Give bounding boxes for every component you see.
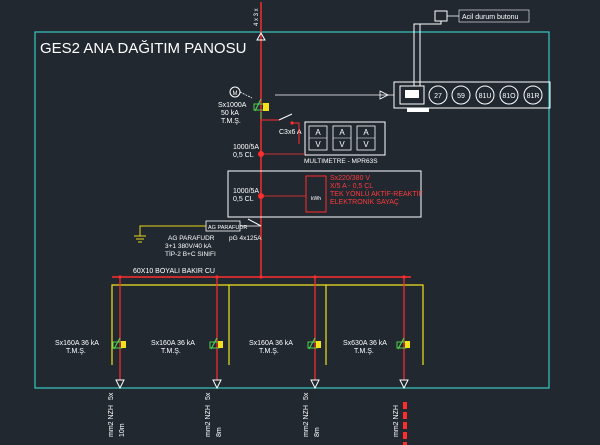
feeder-4-spec: mm2 NZH <box>393 405 400 437</box>
emergency-wire <box>413 21 442 86</box>
feeder-breaker-symbol-1 <box>112 337 126 350</box>
relay-code-4: 81O <box>502 93 516 100</box>
multimeter-cell-v3: V <box>363 140 369 149</box>
trip-wire-arrow <box>379 90 389 100</box>
neutral-loop-3 <box>326 284 424 365</box>
feeder-1-spec: mm2 NZH <box>108 405 115 437</box>
energy-meter-line-3: TEK YÖNLÜ AKTİF-REAKTİF <box>330 189 423 198</box>
ct1-class: 0,5 CL <box>233 152 254 159</box>
feeder-arrow-4 <box>399 379 409 390</box>
relay-circle-4 <box>499 85 519 105</box>
multimeter-cell-a3: A <box>363 128 369 137</box>
motor-link <box>239 91 253 99</box>
feeder-breaker-2-rating: Sx160A 36 kA <box>151 340 195 347</box>
busbar-label: 60X10 BOYALI BAKIR CU <box>133 268 215 275</box>
panel-title: GES2 ANA DAĞITIM PANOSU <box>40 40 246 57</box>
main-breaker-rating: Sx1000A <box>218 102 247 109</box>
main-breaker-symbol <box>253 98 269 119</box>
incoming-arrow <box>256 31 266 41</box>
relay-base <box>407 108 429 112</box>
surge-arrester-line-1: AG PARAFUDR <box>168 235 215 242</box>
relay-code-5: 81R <box>527 93 540 100</box>
feeder-breaker-2-type: T.M.Ş. <box>161 348 181 355</box>
feeder-breaker-symbol-3 <box>307 337 321 350</box>
surge-arrester-line-3: TİP-2 B+C SINIFI <box>165 249 216 258</box>
feeder-breaker-1-type: T.M.Ş. <box>66 348 86 355</box>
energy-meter-box <box>305 175 327 213</box>
fuse-switch <box>278 113 293 121</box>
panel-border <box>34 31 550 389</box>
emergency-button-label: Acil durum butonu <box>462 14 519 21</box>
multimeter-label: MULTIMETRE - MPR63S <box>304 158 378 165</box>
ct2-core <box>258 193 264 199</box>
metering-frame <box>227 170 422 218</box>
emergency-button-box <box>434 10 448 22</box>
feeder-breaker-3-type: T.M.Ş. <box>259 348 279 355</box>
energy-meter-line-4: ELEKTRONİK SAYAÇ <box>330 197 399 206</box>
feeder-2-spec: mm2 NZH <box>205 405 212 437</box>
feeder-2-size: 5x <box>205 392 212 400</box>
relay-codes: 27 59 81U 81O 81R <box>428 85 543 105</box>
feeder-breaker-symbol-4 <box>396 337 410 350</box>
energy-meter-line-1: Sx220/380 V <box>330 175 370 182</box>
relay-coil-inner <box>405 90 419 98</box>
feeder-breaker-4-rating: Sx630A 36 kA <box>343 340 387 347</box>
feeder-3-size: 5x <box>303 392 310 400</box>
relay-circle-5 <box>523 85 543 105</box>
energy-meter-kwh: kWh <box>311 196 321 202</box>
relay-code-1: 27 <box>434 93 442 100</box>
relay-code-2: 59 <box>457 93 465 100</box>
feeder-2-length: 8m <box>216 427 223 437</box>
feeder-3-length: 8m <box>314 427 321 437</box>
ct1-ratio: 1000/5A <box>233 144 259 151</box>
multimeter-cell-v1: V <box>315 140 321 149</box>
feeder-breaker-1-rating: Sx160A 36 kA <box>55 340 99 347</box>
neutral-loop-1 <box>111 284 230 365</box>
motor-operator-symbol: M <box>233 91 238 97</box>
relay-circle-1 <box>428 85 448 105</box>
busbar-node-3 <box>259 275 263 279</box>
top-feeder-label: 4 x 3 x <box>254 8 260 26</box>
ct1-core <box>258 151 264 157</box>
energy-meter-line-2: X/5 A - 0,5 CL <box>330 183 373 190</box>
surge-arrester-box-label: AG PARAFUDR <box>208 225 247 231</box>
multimeter-cell-v2: V <box>339 140 345 149</box>
ground-icon <box>134 235 146 243</box>
feeder-1-size: 5x <box>108 392 115 400</box>
relay-circle-2 <box>451 85 471 105</box>
main-breaker-type: T.M.Ş. <box>221 118 241 125</box>
feeder-arrow-1 <box>115 379 125 390</box>
surge-arrester-ground <box>139 225 206 236</box>
surge-fuse-switch <box>247 218 262 227</box>
feeder-breaker-3-rating: Sx160A 36 kA <box>249 340 293 347</box>
feeder-breaker-symbol-2 <box>209 337 223 350</box>
fuse-to-multimeter <box>292 122 300 144</box>
surge-fuse-label: pG 4x125A <box>229 235 262 242</box>
feeder-breaker-4-type: T.M.Ş. <box>354 348 374 355</box>
ct2-ratio: 1000/5A <box>233 188 259 195</box>
relay-code-3: 81U <box>479 93 492 100</box>
feeder-1-length: 10m <box>119 423 126 437</box>
multimeter-cell-a2: A <box>339 128 345 137</box>
multimeter-box <box>304 121 386 156</box>
fuse-label: C3x6 A <box>279 129 302 136</box>
surge-arrester-line-2: 3+1 380V/40 kA <box>165 243 212 250</box>
relay-circle-3 <box>475 85 495 105</box>
feeder-3-spec: mm2 NZH <box>303 405 310 437</box>
ct2-class: 0,5 CL <box>233 196 254 203</box>
multimeter-cells <box>308 125 376 151</box>
main-breaker-breaking: 50 kA <box>221 110 239 117</box>
feeder-arrow-3 <box>310 379 320 390</box>
multimeter-cell-a1: A <box>315 128 321 137</box>
relay-coil <box>399 85 425 105</box>
emergency-label-box <box>458 9 530 23</box>
feeder-arrow-2 <box>212 379 222 390</box>
